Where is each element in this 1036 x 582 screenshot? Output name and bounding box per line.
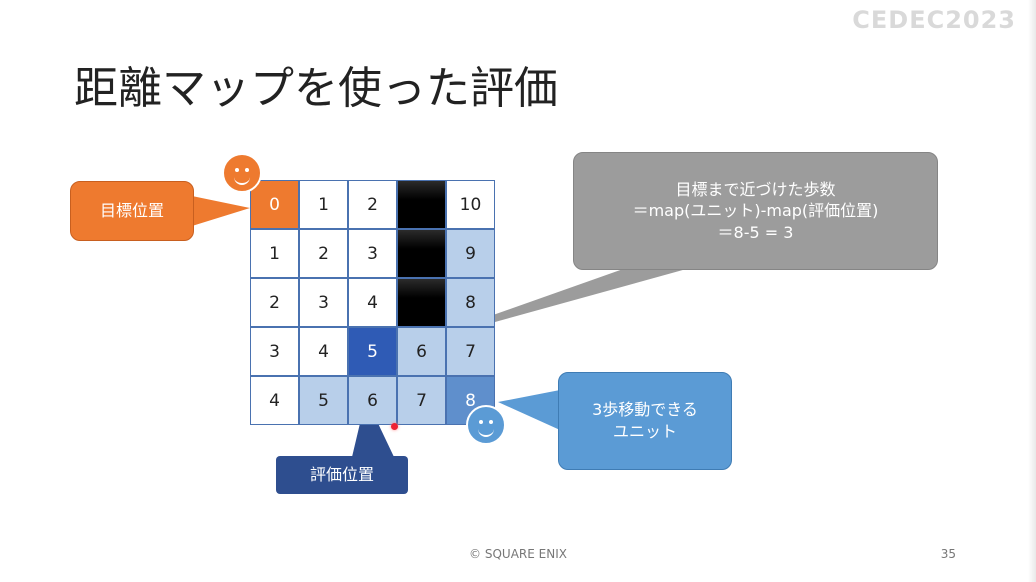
eval-position-label: 評価位置 (309, 465, 374, 485)
formula-line1: 目標まで近づけた歩数 (675, 179, 836, 199)
wall-cell (397, 180, 446, 229)
wall-cell (397, 278, 446, 327)
unit-callout-line1: 3歩移動できる (592, 400, 698, 420)
grid-cell: 1 (250, 229, 299, 278)
smiley-face-icon (466, 405, 506, 445)
grid-cell: 5 (299, 376, 348, 425)
grid-cell: 0 (250, 180, 299, 229)
grid-cell: 4 (299, 327, 348, 376)
smiley-face-icon (222, 153, 262, 193)
grid-cell: 6 (397, 327, 446, 376)
eval-position-callout: 評価位置 (276, 456, 408, 494)
unit-callout-tail (498, 390, 560, 430)
grid-cell: 10 (446, 180, 495, 229)
formula-line3: ＝8-5 = 3 (717, 222, 794, 242)
grid-cell: 3 (348, 229, 397, 278)
grid-cell: 2 (299, 229, 348, 278)
goal-position-callout: 目標位置 (70, 181, 194, 241)
grid-cell: 4 (250, 376, 299, 425)
formula-callout: 目標まで近づけた歩数 ＝map(ユニット)-map(評価位置) ＝8-5 = 3 (573, 152, 938, 270)
grid-cell: 3 (299, 278, 348, 327)
goal-position-label: 目標位置 (99, 201, 164, 221)
slide-edge (1028, 0, 1036, 582)
grid-cell: 6 (348, 376, 397, 425)
event-logo: CEDEC2023 (852, 6, 1016, 34)
grid-cell: 7 (397, 376, 446, 425)
grid-cell: 1 (299, 180, 348, 229)
grid-cell: 2 (250, 278, 299, 327)
goal-callout-tail (192, 196, 250, 226)
unit-callout: 3歩移動できる ユニット (558, 372, 732, 470)
copyright-text: © SQUARE ENIX (469, 547, 567, 561)
laser-pointer-dot (391, 423, 398, 430)
grid-cell: 8 (446, 278, 495, 327)
unit-callout-line2: ユニット (612, 422, 677, 441)
grid-cell: 7 (446, 327, 495, 376)
formula-line2: ＝map(ユニット)-map(評価位置) (632, 201, 879, 221)
wall-cell (397, 229, 446, 278)
grid-cell: 5 (348, 327, 397, 376)
grid-cell: 3 (250, 327, 299, 376)
page-number: 35 (940, 547, 956, 561)
slide-title: 距離マップを使った評価 (74, 63, 558, 114)
grid-cell: 9 (446, 229, 495, 278)
grid-cell: 4 (348, 278, 397, 327)
grid-cell: 2 (348, 180, 397, 229)
